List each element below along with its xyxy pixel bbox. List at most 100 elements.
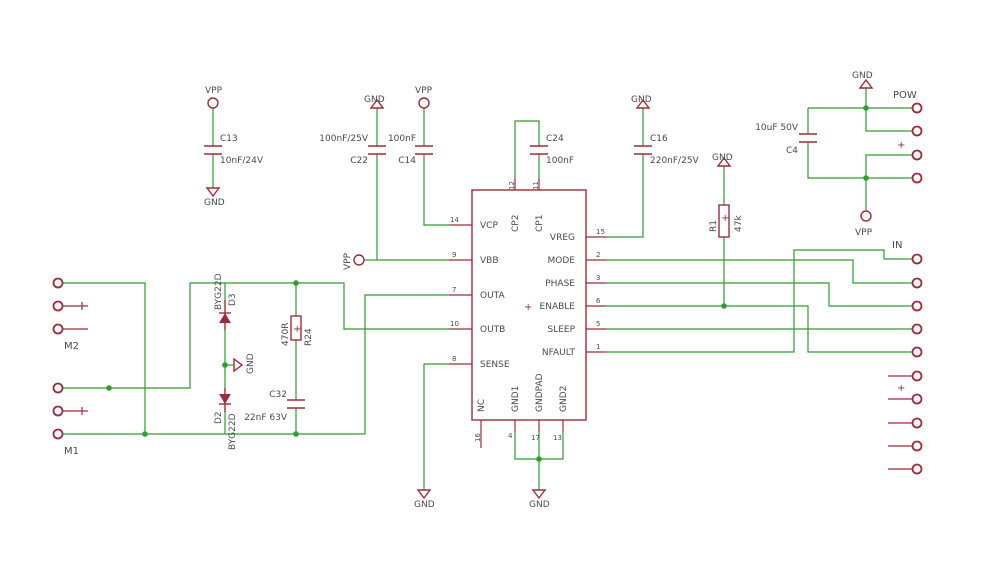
ground-label: GND [529, 500, 550, 510]
ic-pin-vbb: VBB [480, 256, 499, 266]
junction-dot [536, 456, 542, 462]
junction-dot [106, 385, 112, 391]
sense-ground: GND [414, 489, 435, 510]
connector-pad [911, 393, 923, 405]
component-name: R1 [709, 220, 719, 232]
component-value: 22nF 63V [244, 413, 288, 423]
connector-pad [911, 346, 923, 358]
ic-pin-num: 14 [450, 216, 459, 224]
connector-pad [911, 417, 923, 429]
ic-pin-cp2: CP2 [511, 215, 521, 232]
vpp-supply-symbol [353, 254, 365, 266]
ground-label: GND [204, 198, 225, 208]
component-name: C22 [350, 156, 368, 166]
capacitor-symbol [287, 399, 305, 409]
junction-dot [863, 105, 869, 111]
capacitor-symbol [530, 145, 548, 155]
connector-pad [911, 149, 923, 161]
ground-symbol [416, 489, 432, 500]
ic-body [471, 189, 587, 421]
mid-ground: GND [233, 353, 256, 374]
motor-connector-m1: M1 [52, 382, 88, 457]
component-name: D2 [214, 411, 224, 424]
resistor-r24: + 470R R24 [281, 315, 314, 346]
junctions [106, 105, 869, 462]
connector-pad [911, 323, 923, 335]
in-connector: IN + [888, 240, 923, 475]
capacitor-c16: GND C16 220nF/25V [631, 95, 700, 166]
ic-pin-num: 16 [474, 433, 482, 442]
ic-pin-vreg: VREG [550, 233, 575, 243]
ic-pin-sleep: SLEEP [547, 325, 575, 335]
junction-dot [293, 431, 299, 437]
connector-label: IN [892, 240, 902, 251]
component-value: BYG22D [228, 413, 238, 450]
ground-label: GND [852, 71, 873, 81]
ground-symbol [205, 187, 221, 198]
connector-pad [911, 300, 923, 312]
component-name: C4 [786, 146, 798, 156]
connector-pad [52, 382, 64, 394]
capacitor-c4: 10uF 50V C4 [755, 123, 817, 156]
ic-pin-vcp: VCP [480, 221, 498, 231]
component-value: 100nF [388, 134, 416, 144]
ic-pin-gndpad: GNDPAD [535, 373, 545, 412]
plus-mark: + [721, 213, 729, 224]
vpp-supply-symbol [860, 210, 872, 222]
component-value: BYG22D [214, 273, 224, 310]
connector-pad [911, 440, 923, 452]
connector-pad [911, 125, 923, 137]
vpp-supply-symbol [207, 97, 219, 109]
ground-label: GND [631, 95, 652, 105]
ic-pin-nc: NC [477, 399, 487, 412]
resistor-r1: GND + R1 47k [709, 153, 744, 238]
diode-d3: BYG22D D3 [214, 273, 238, 330]
ground-label: GND [712, 153, 733, 163]
connector-pad [52, 428, 64, 440]
capacitor-symbol [415, 145, 433, 155]
ic-pin-num: 13 [553, 434, 562, 442]
resistor-symbol [290, 315, 302, 341]
ground-symbol [858, 78, 874, 89]
resistor-symbol [718, 204, 730, 238]
plus-mark: + [524, 302, 532, 313]
ground-label: GND [364, 95, 385, 105]
ic-pin-enable: ENABLE [540, 302, 576, 312]
diode-symbol [219, 313, 231, 323]
ground-symbol [531, 489, 547, 500]
ground-symbol [716, 156, 732, 167]
connector-pad [52, 300, 64, 312]
connector-pad [911, 253, 923, 265]
component-value: 47k [734, 215, 744, 232]
component-value: 10uF 50V [755, 123, 799, 133]
pow-connector: GND POW + VPP [852, 71, 923, 238]
plus-mark: + [293, 324, 301, 335]
component-value: 10nF/24V [220, 156, 264, 166]
ic-pin-num: 6 [596, 297, 601, 305]
wires [62, 88, 913, 490]
junction-dot [293, 280, 299, 286]
component-value: 470R [281, 323, 291, 346]
capacitor-symbol [204, 145, 222, 155]
component-value: 100nF/25V [319, 134, 369, 144]
connector-pad [52, 323, 64, 335]
ic-pin-num: 8 [452, 355, 456, 363]
capacitor-c13: VPP C13 10nF/24V GND [204, 86, 264, 208]
connector-pad [911, 463, 923, 475]
ic-pin-sense: SENSE [480, 360, 510, 370]
connector-pad [911, 172, 923, 184]
connector-pad [911, 277, 923, 289]
connector-pad [52, 405, 64, 417]
ic-pin-num: 12 [508, 181, 516, 190]
ic-pin-num: 11 [532, 181, 540, 190]
component-name: C32 [269, 390, 287, 400]
ic-pin-outa: OUTA [480, 291, 505, 301]
component-name: D3 [228, 293, 238, 306]
ic-pin-outb: OUTB [480, 325, 505, 335]
connector-label: M2 [64, 341, 79, 352]
ic-pin-num: 2 [596, 251, 600, 259]
ic-pin-num: 10 [450, 320, 459, 328]
component-value: 100nF [546, 156, 574, 166]
connector-pad [52, 277, 64, 289]
vpp-supply-symbol [418, 97, 430, 109]
